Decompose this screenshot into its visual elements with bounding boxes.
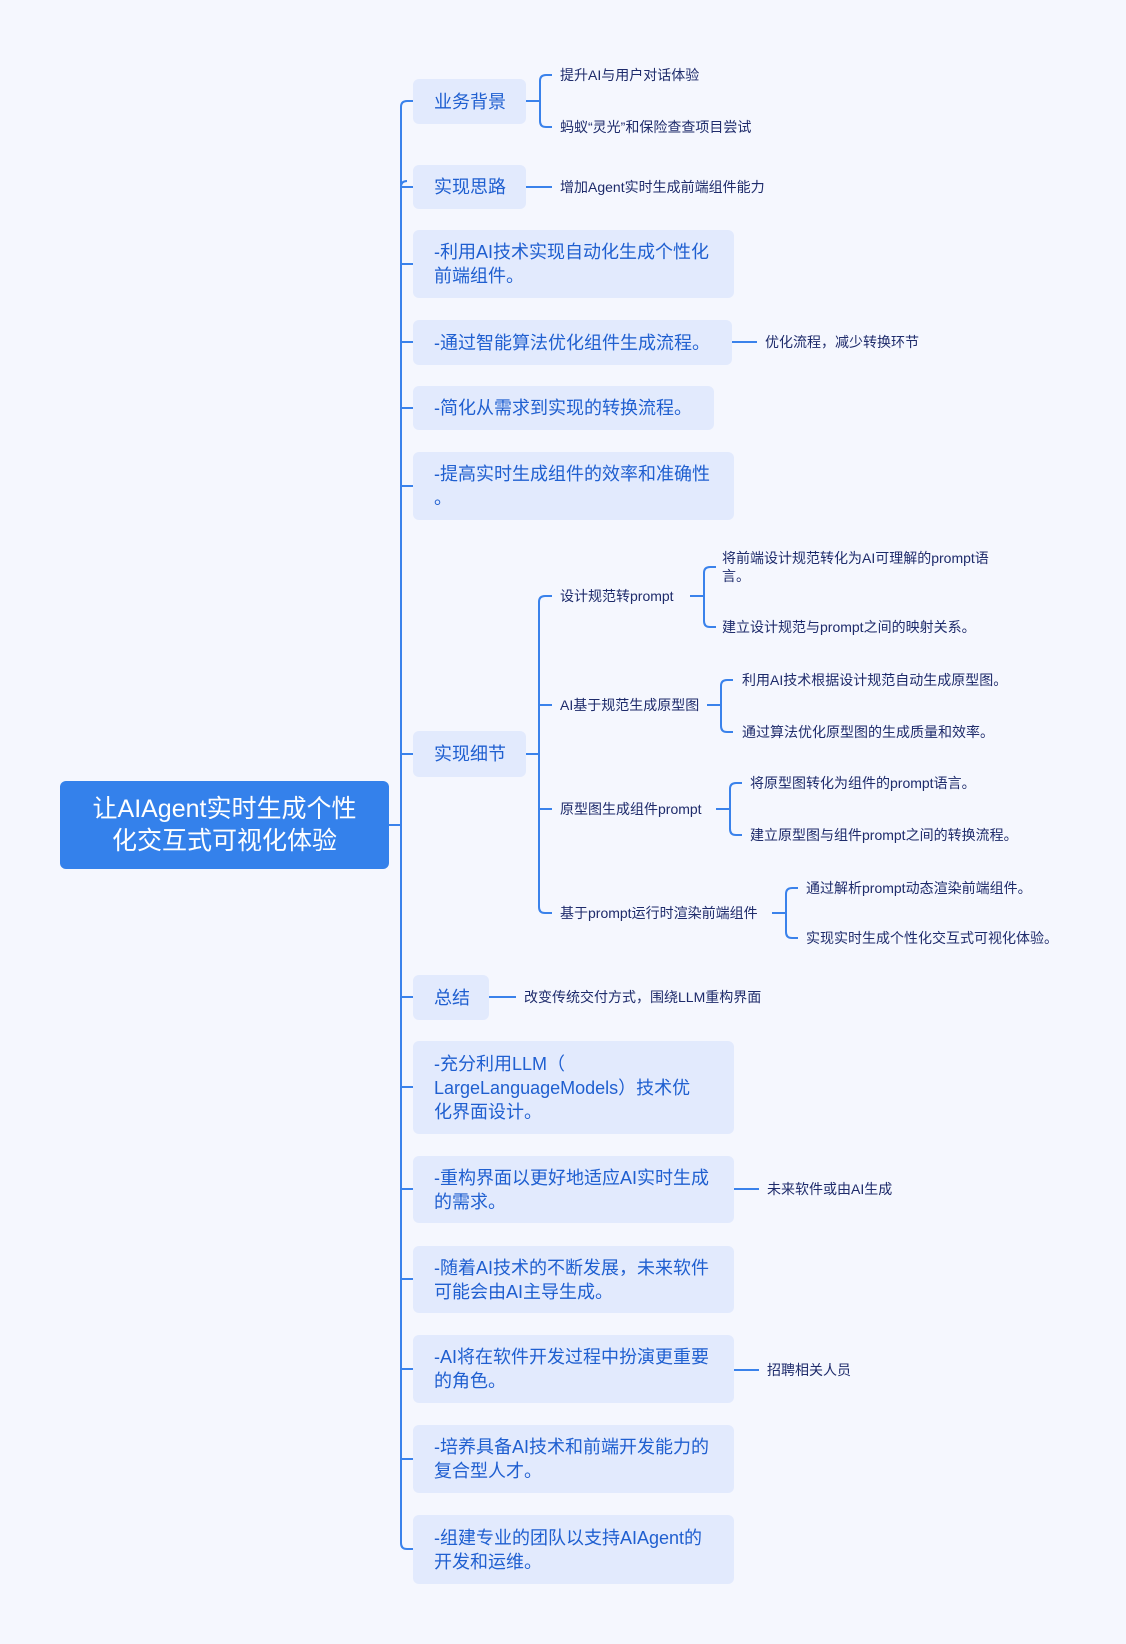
topic-label: 实现细节 [434,744,506,764]
topic-line: -通过智能算法优化组件生成流程。 [434,332,710,353]
leaf-node[interactable]: 提升AI与用户对话体验 [560,67,700,83]
leaf-line: 言。 [722,568,750,584]
subtopic-node[interactable]: 设计规范转prompt [560,588,674,604]
topic-node[interactable]: -随着AI技术的不断发展，未来软件可能会由AI主导生成。 [413,1246,734,1313]
leaf-node[interactable]: 改变传统交付方式，围绕LLM重构界面 [524,989,762,1005]
topic-node[interactable]: -利用AI技术实现自动化生成个性化前端组件。 [413,230,734,298]
topic-node[interactable]: -通过智能算法优化组件生成流程。 [413,320,732,365]
topic-node[interactable]: -重构界面以更好地适应AI实时生成的需求。 [413,1156,734,1223]
leaf-node[interactable]: 招聘相关人员 [767,1362,851,1378]
topic-summary[interactable]: 总结 [413,975,489,1020]
leaf-node[interactable]: 优化流程，减少转换环节 [765,334,919,350]
topic-approach[interactable]: 实现思路 [413,165,526,209]
topic-line: -重构界面以更好地适应AI实时生成 [434,1167,709,1188]
topic-line: 的角色。 [434,1371,506,1391]
topic-label: 业务背景 [434,91,506,112]
topic-line: -提高实时生成组件的效率和准确性 [434,464,710,484]
topic-line: 可能会由AI主导生成。 [434,1281,614,1302]
leaf-node[interactable]: 增加Agent实时生成前端组件能力 [560,179,765,195]
topic-node[interactable]: -提高实时生成组件的效率和准确性。 [413,452,734,520]
subtopic-node[interactable]: AI基于规范生成原型图 [560,697,700,713]
leaf-node[interactable]: 通过解析prompt动态渲染前端组件。 [806,880,1032,896]
topic-line: 开发和运维。 [434,1551,542,1572]
root-line: 让AIAgent实时生成个性 [92,795,357,823]
leaf-node[interactable]: 将原型图转化为组件的prompt语言。 [750,775,976,791]
topic-node[interactable]: -充分利用LLM（ LargeLanguageModels）技术优化界面设计。 [413,1041,734,1134]
topic-label: 实现思路 [434,177,506,197]
leaf-node[interactable]: 将前端设计规范转化为AI可理解的prompt语言。 [722,549,989,585]
leaf-node[interactable]: 通过算法优化原型图的生成质量和效率。 [742,724,994,740]
topic-line: 的需求。 [434,1191,506,1212]
leaf-node[interactable]: 蚂蚁“灵光”和保险查查项目尝试 [560,119,752,135]
topic-line: -简化从需求到实现的转换流程。 [434,398,692,418]
topic-label: 总结 [434,987,470,1008]
topic-line: -培养具备AI技术和前端开发能力的 [434,1437,709,1457]
topic-line: -利用AI技术实现自动化生成个性化 [434,242,709,262]
topic-line: 化界面设计。 [434,1101,542,1122]
subtopic-node[interactable]: 基于prompt运行时渲染前端组件 [560,905,758,921]
topic-line: -随着AI技术的不断发展，未来软件 [434,1257,709,1278]
topic-node[interactable]: -组建专业的团队以支持AIAgent的开发和运维。 [413,1515,734,1584]
topic-line: -充分利用LLM（ [434,1053,566,1074]
topic-line: -AI将在软件开发过程中扮演更重要 [434,1347,709,1367]
leaf-node[interactable]: 利用AI技术根据设计规范自动生成原型图。 [742,672,1008,688]
root-topic[interactable]: 让AIAgent实时生成个性 化交互式可视化体验 [60,781,389,869]
topic-line: 。 [434,488,452,508]
root-line: 化交互式可视化体验 [111,827,337,855]
leaf-node[interactable]: 建立设计规范与prompt之间的映射关系。 [722,619,976,635]
leaf-line: 将前端设计规范转化为AI可理解的prompt语 [722,550,989,566]
topic-line: 前端组件。 [434,266,524,286]
topic-line: -组建专业的团队以支持AIAgent的 [434,1527,703,1548]
leaf-node[interactable]: 未来软件或由AI生成 [767,1181,893,1197]
topic-implementation-details[interactable]: 实现细节 [413,731,526,777]
topic-business-background[interactable]: 业务背景 [413,79,526,124]
topic-line: LargeLanguageModels）技术优 [434,1077,691,1098]
leaf-node[interactable]: 实现实时生成个性化交互式可视化体验。 [806,930,1058,946]
topic-node[interactable]: -AI将在软件开发过程中扮演更重要的角色。 [413,1335,734,1403]
topic-line: 复合型人才。 [434,1461,542,1481]
topic-node[interactable]: -培养具备AI技术和前端开发能力的复合型人才。 [413,1425,734,1493]
leaf-node[interactable]: 建立原型图与组件prompt之间的转换流程。 [750,827,1018,843]
topic-node[interactable]: -简化从需求到实现的转换流程。 [413,386,714,430]
subtopic-node[interactable]: 原型图生成组件prompt [560,801,702,817]
